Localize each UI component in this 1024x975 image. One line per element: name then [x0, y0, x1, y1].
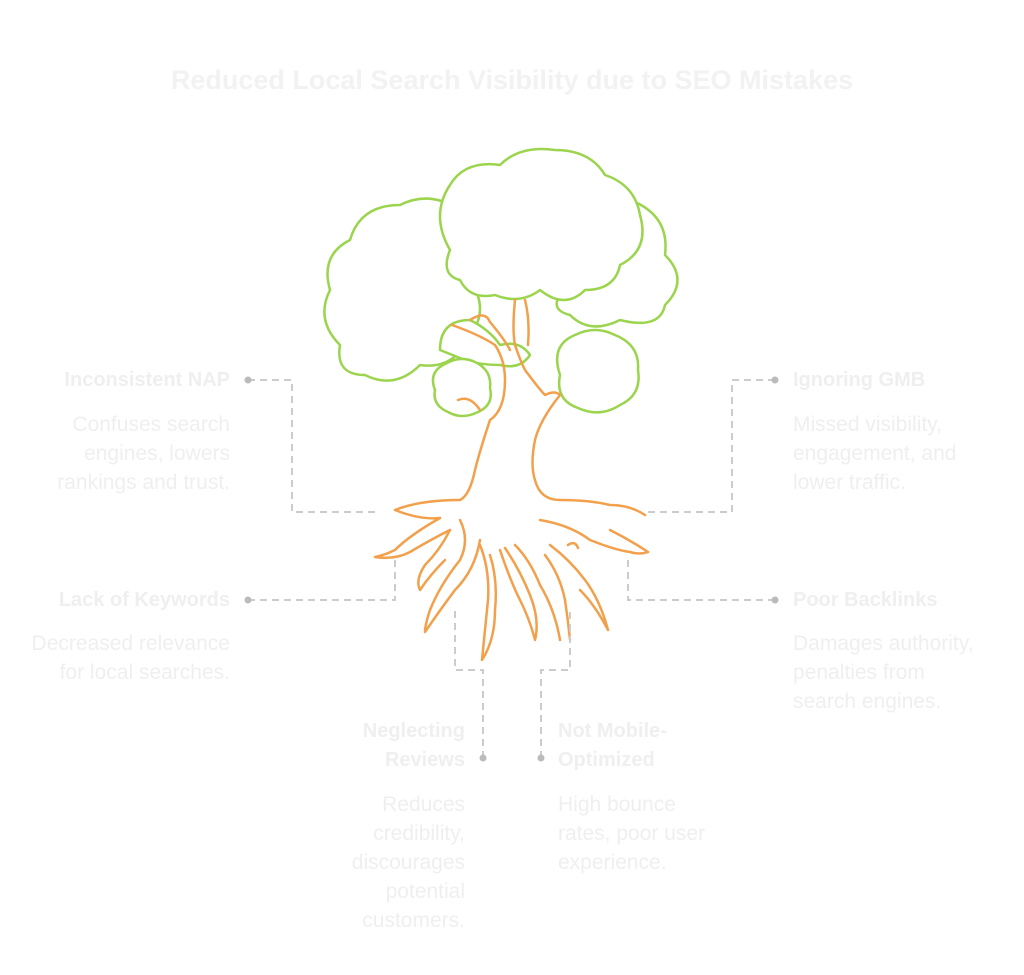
item-description-neglecting-reviews: Reduces credibility, discourages potenti…: [351, 793, 465, 932]
item-description-poor-backlinks: Damages authority, penalties from search…: [793, 632, 974, 713]
tree-canopy: [323, 147, 679, 418]
item-label-neglecting-reviews: Neglecting Reviews: [362, 720, 465, 771]
item-label-ignoring-gmb: Ignoring GMB: [793, 369, 926, 391]
item-label-inconsistent-nap: Inconsistent NAP: [64, 369, 230, 391]
item-description-inconsistent-nap: Confuses search engines, lowers rankings…: [57, 413, 230, 494]
tree-roots: [373, 498, 650, 662]
item-label-not-mobile-optimized: Not Mobile-Optimized: [558, 720, 667, 771]
item-description-ignoring-gmb: Missed visibility, engagement, and lower…: [793, 413, 957, 494]
item-label-lack-of-keywords: Lack of Keywords: [58, 589, 230, 611]
item-description-lack-of-keywords: Decreased relevance for local searches.: [31, 632, 230, 684]
item-label-poor-backlinks: Poor Backlinks: [793, 589, 938, 611]
item-description-not-mobile-optimized: High bounce rates, poor user experience.: [558, 793, 706, 874]
connectors: [244, 376, 779, 762]
diagram-title: Reduced Local Search Visibility due to S…: [170, 65, 854, 95]
tree-trunk: [450, 298, 562, 502]
